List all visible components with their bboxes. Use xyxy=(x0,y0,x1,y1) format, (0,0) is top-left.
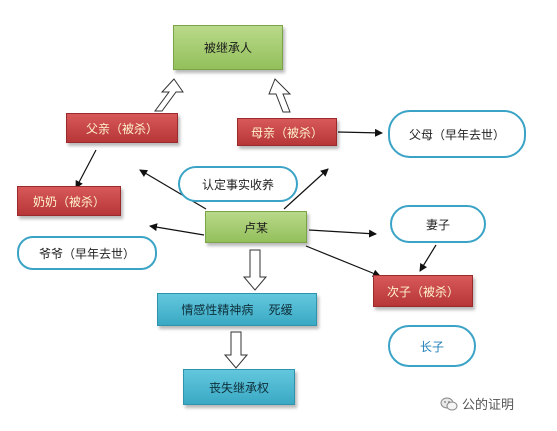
watermark-text: 公的证明 xyxy=(462,398,515,413)
node-father: 父亲（被杀） xyxy=(66,113,178,143)
node-lu: 卢某 xyxy=(205,211,307,243)
node-grandfather: 爷爷（早年去世） xyxy=(17,236,157,270)
arrow-lu-to-wife xyxy=(308,229,377,238)
arrow-lu-to-second-son xyxy=(305,245,381,278)
chat-bubbles-icon xyxy=(440,397,458,410)
node-grandmother: 奶奶（被杀） xyxy=(17,186,121,216)
hollow-arrow-father-to-heir xyxy=(154,78,184,112)
node-eldest-son: 长子 xyxy=(388,325,476,367)
arrow-lu-to-father xyxy=(139,169,207,210)
hollow-arrow-illness-to-loss xyxy=(223,331,249,369)
node-second-son: 次子（被杀） xyxy=(373,275,473,307)
arrow-father-to-grandmother xyxy=(75,149,97,189)
node-maternal-grandparents: 父母（早年去世） xyxy=(388,110,526,158)
arrow-lu-to-grandfather xyxy=(149,223,205,236)
watermark: 公的证明 xyxy=(440,394,514,413)
node-mother: 母亲（被杀） xyxy=(237,118,337,146)
arrow-wife-to-second-son xyxy=(419,244,437,272)
node-heir: 被继承人 xyxy=(173,25,283,70)
node-wife: 妻子 xyxy=(390,205,486,243)
node-illness: 情感性精神病 死缓 xyxy=(157,293,317,326)
arrow-lu-to-mother xyxy=(283,168,329,210)
hollow-arrow-mother-to-heir xyxy=(268,78,292,113)
hollow-arrow-lu-to-illness xyxy=(242,249,268,291)
node-adoption-note: 认定事实收养 xyxy=(178,166,298,202)
node-loss: 丧失继承权 xyxy=(183,369,295,405)
arrow-mother-to-parents xyxy=(337,128,383,137)
